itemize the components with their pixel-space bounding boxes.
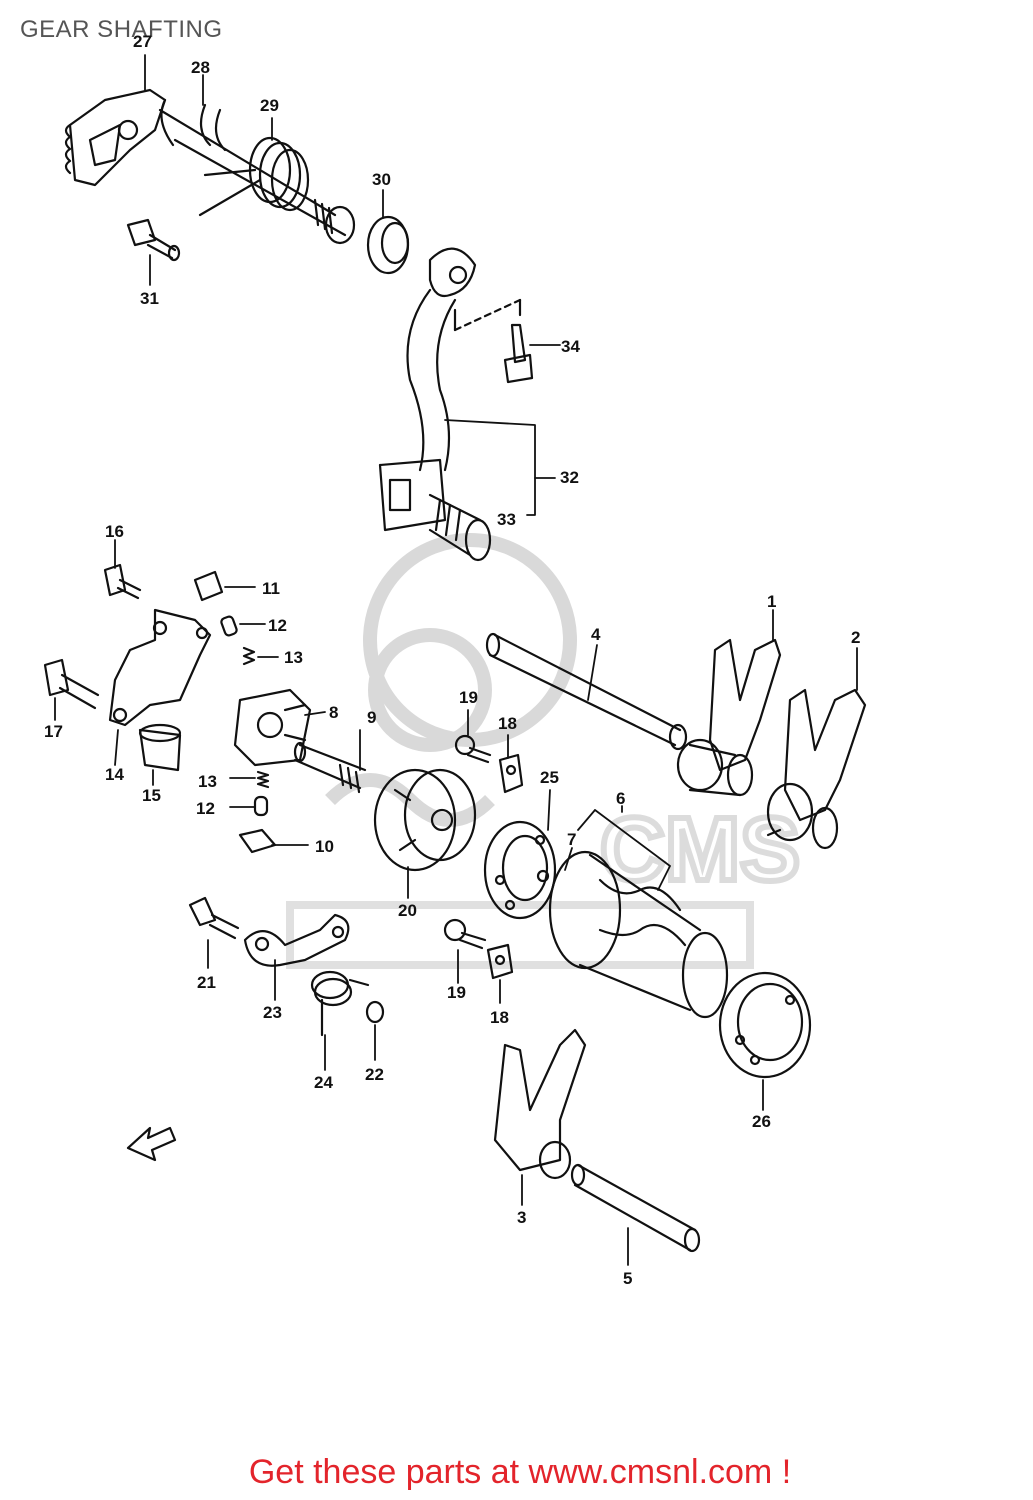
part-circlip [365,1000,385,1024]
callout-30: 30 [372,170,391,189]
part-spring-13b [256,770,270,789]
callout-24: 24 [314,1073,333,1092]
part-bolt-34 [503,323,534,384]
callout-27: 27 [133,32,152,51]
callout-18b: 18 [490,1008,509,1027]
callout-28: 28 [191,58,210,77]
part-cam-gear [233,688,312,767]
callout-20: 20 [398,901,417,920]
part-fork-2 [766,688,867,850]
callout-16: 16 [105,522,124,541]
diagram-title: GEAR SHAFTING [20,16,223,43]
part-shift-shaft [158,98,356,245]
callout-34: 34 [561,337,580,356]
part-bolt-16 [103,563,142,600]
part-pin-7 [536,869,550,883]
callout-labels: 1 2 3 4 5 6 7 8 9 10 11 12 12 13 13 14 1… [44,32,860,1288]
part-pawl-10 [238,828,277,854]
part-fork-shaft-5 [570,1163,701,1253]
callout-6: 6 [616,789,625,808]
callout-12b: 12 [196,799,215,818]
callout-12a: 12 [268,616,287,635]
callout-31: 31 [140,289,159,308]
svg-text:CMS: CMS [600,800,800,900]
front-direction-arrow-icon [126,1126,177,1162]
callout-15: 15 [142,786,161,805]
part-cam-stopper [373,768,477,872]
part-bolt-17 [43,658,100,710]
callout-13b: 13 [198,772,217,791]
leader-lines [54,54,858,1266]
callout-11: 11 [262,579,280,598]
part-bearing-26 [718,971,812,1079]
part-pawl-11 [193,570,224,602]
callout-13a: 13 [284,648,303,667]
callout-33: 33 [497,510,516,529]
part-pin-9 [293,741,367,794]
callout-1: 1 [767,592,776,611]
part-bolt-21 [188,896,240,940]
part-oil-seal [366,215,410,275]
part-fork-shaft-4 [485,632,688,751]
part-bolt-31 [126,218,181,262]
part-pin-12b [253,795,269,817]
callout-22: 22 [365,1065,384,1084]
callout-23: 23 [263,1003,282,1022]
callout-21: 21 [197,973,216,992]
callout-25: 25 [540,768,559,787]
part-shift-arm [64,88,167,187]
part-plate-18b [486,943,514,980]
callout-29: 29 [260,96,279,115]
part-pin-12a [220,615,238,637]
callout-2: 2 [851,628,860,647]
part-collar [138,723,182,772]
callout-32: 32 [560,468,579,487]
part-fork-3 [493,1028,587,1180]
callout-17: 17 [44,722,63,741]
part-fork-1 [676,638,782,797]
part-cam-drum [548,850,729,1019]
callout-7: 7 [567,830,576,849]
part-stopper-plate [108,608,212,727]
callout-4: 4 [591,625,601,644]
callout-9: 9 [367,708,376,727]
callout-10: 10 [315,837,334,856]
part-spring-24 [310,970,370,1037]
part-gearshift-lever [378,247,492,562]
callout-8: 8 [329,703,338,722]
callout-18a: 18 [498,714,517,733]
callout-14: 14 [105,765,124,784]
callout-5: 5 [623,1269,632,1288]
part-pawl-lifter [243,913,350,967]
part-return-spring [198,136,310,217]
part-spring-13a [242,646,256,666]
part-bearing-25 [483,820,557,920]
part-plate-18a [498,753,524,794]
exploded-parts-diagram: CMS [43,32,867,1288]
callout-19a: 19 [459,688,478,707]
part-screw-19a [454,734,492,764]
callout-26: 26 [752,1112,771,1131]
cta-link-text[interactable]: Get these parts at www.cmsnl.com ! [248,1453,792,1491]
callout-3: 3 [517,1208,526,1227]
callout-19b: 19 [447,983,466,1002]
part-screw-19b [443,918,487,950]
